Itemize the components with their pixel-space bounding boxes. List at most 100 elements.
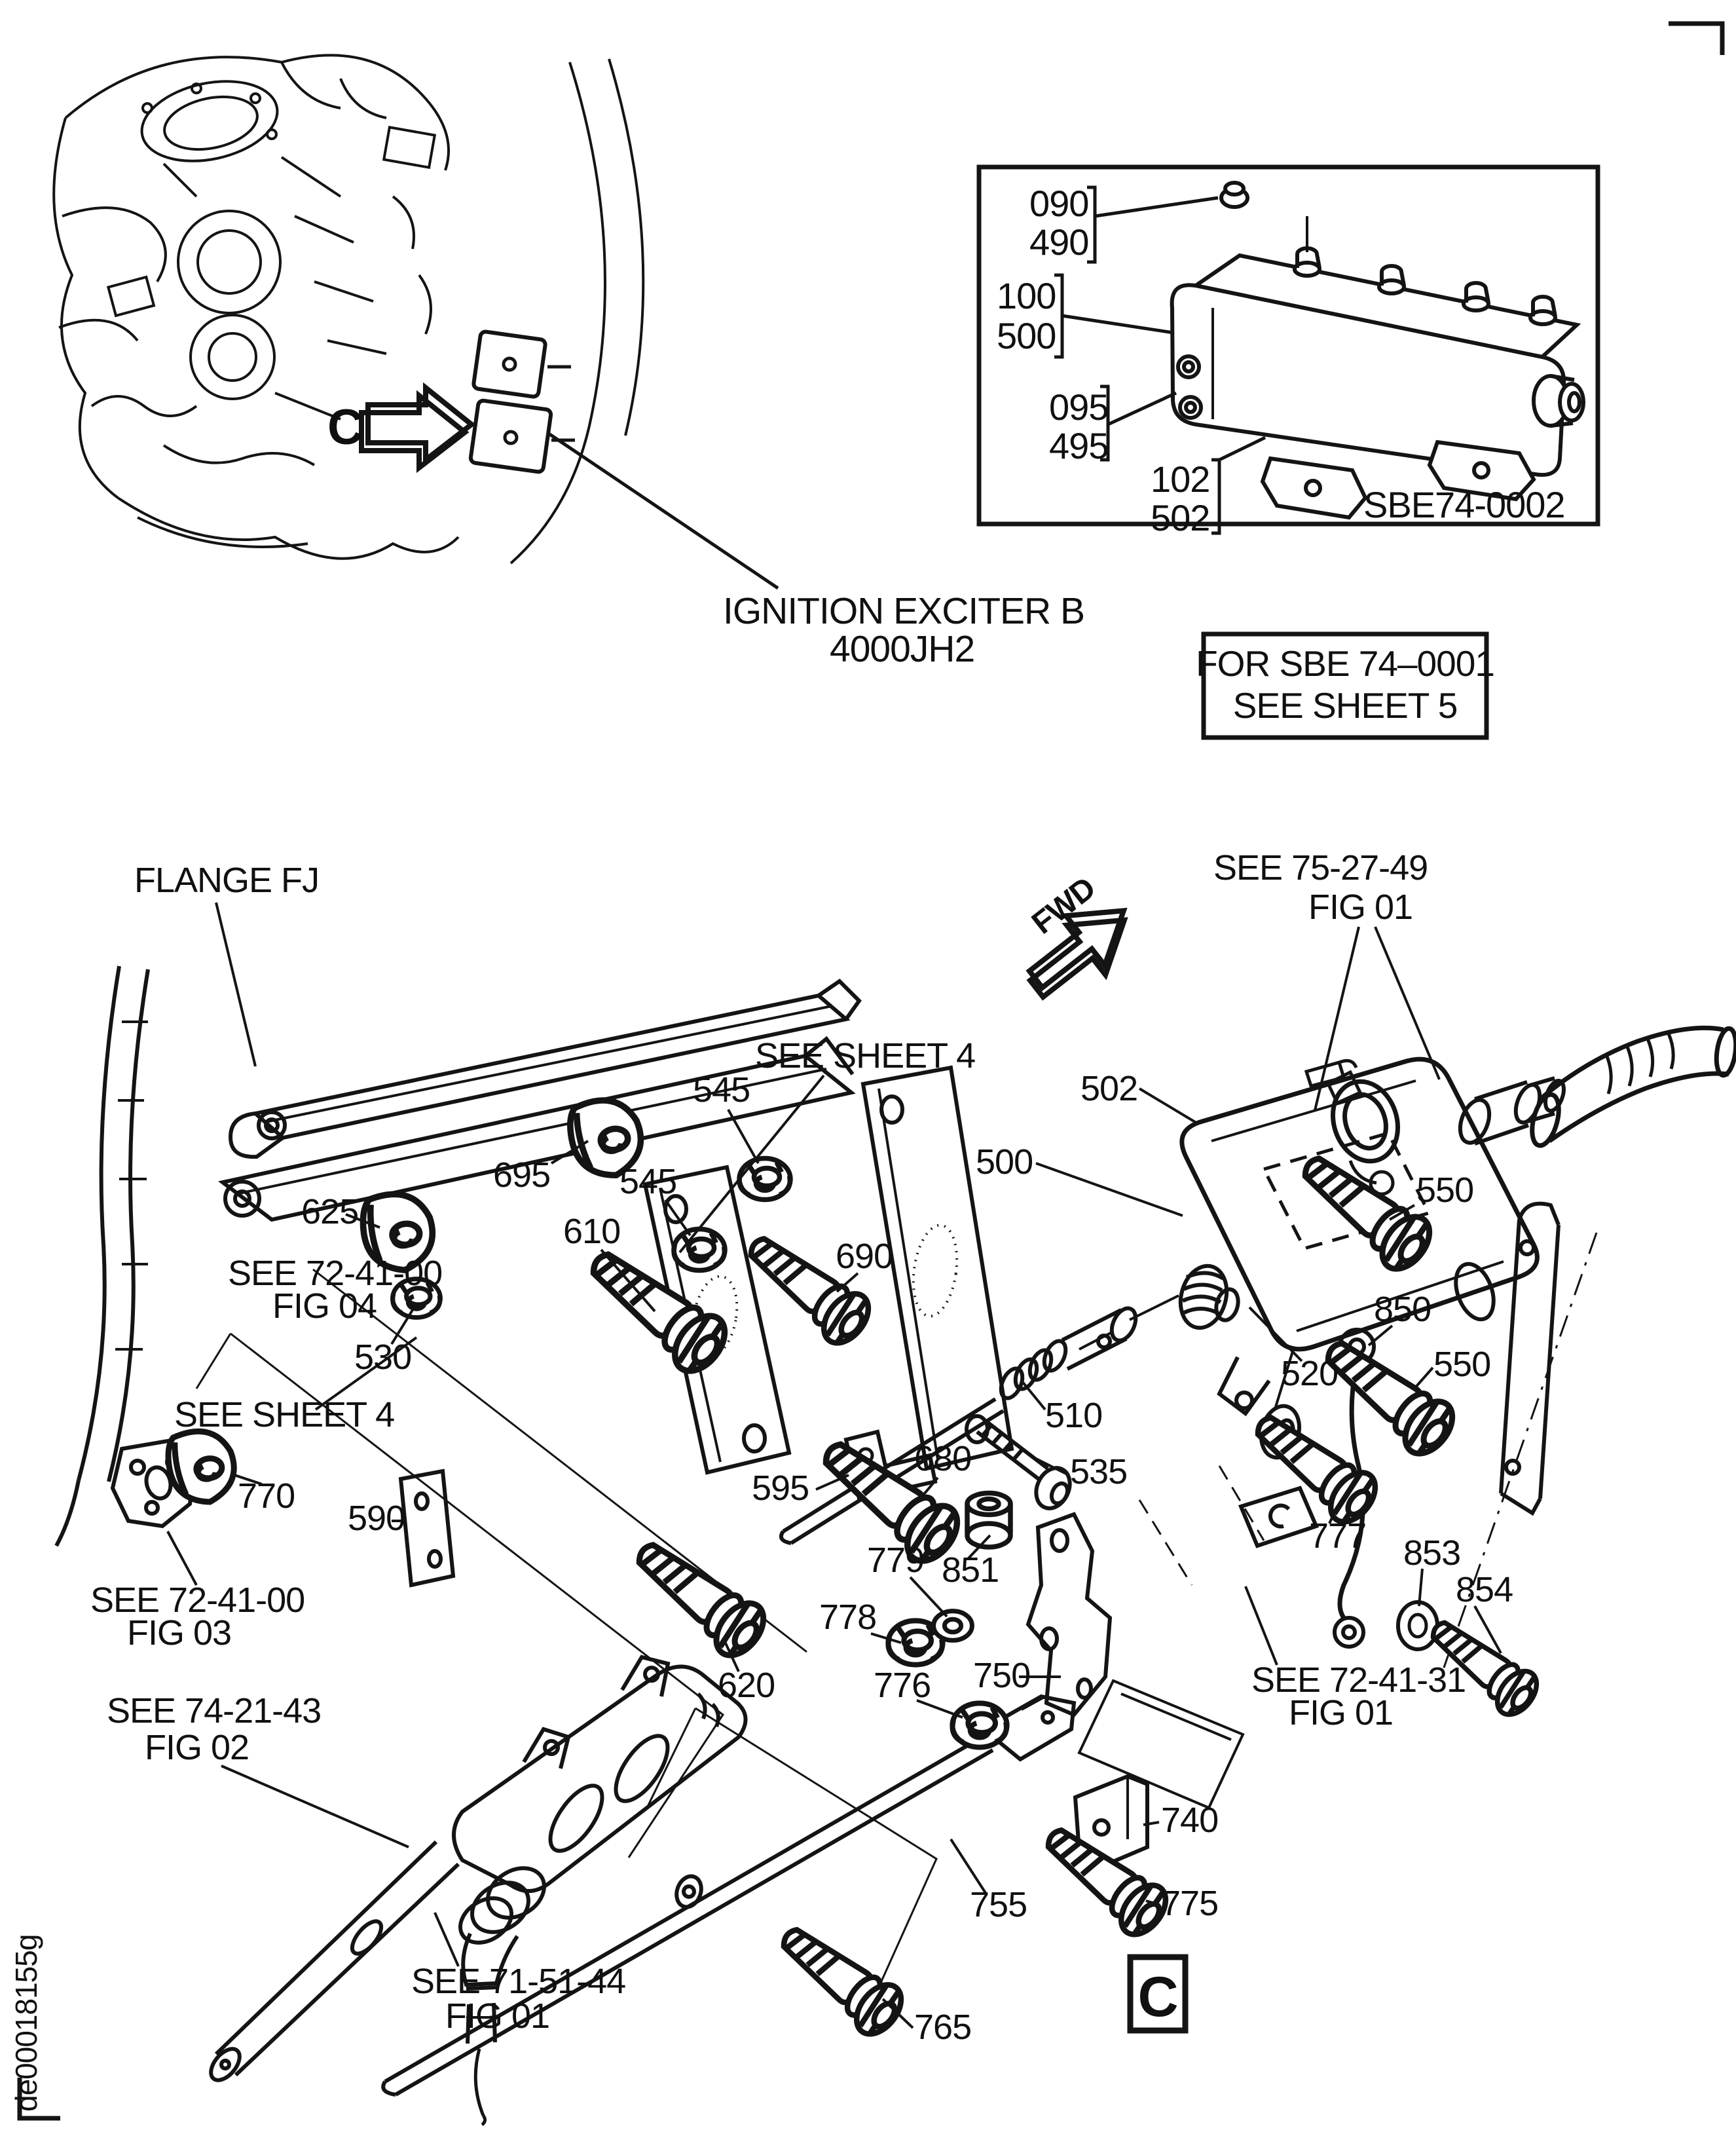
label-620: 620 — [718, 1666, 775, 1705]
ignition-lead-hose — [1530, 1025, 1736, 1148]
note-box-frame — [1201, 631, 1489, 740]
label-854: 854 — [1456, 1570, 1513, 1609]
corner-mark-top-right — [1669, 21, 1725, 55]
fwd-arrow — [1025, 907, 1128, 1001]
label-755: 755 — [970, 1885, 1027, 1924]
label-inset-500: 500 — [997, 315, 1056, 356]
igniter-plug-lead — [209, 1655, 748, 2082]
label-ignition-title-1: IGNITION EXCITER B — [723, 590, 1084, 632]
label-inset-095: 095 — [1049, 386, 1108, 428]
label-776: 776 — [874, 1666, 931, 1705]
label-740: 740 — [1161, 1801, 1218, 1840]
label-510: 510 — [1045, 1396, 1102, 1435]
label-fwd: FWD — [1025, 870, 1101, 941]
label-see-sheet4-a: SEE SHEET 4 — [755, 1036, 975, 1076]
leader-lines — [166, 902, 1502, 2029]
label-fig01-bottom: FIG 01 — [445, 1996, 549, 2036]
label-770: 770 — [238, 1476, 295, 1516]
flange-fj-band — [54, 965, 150, 1547]
label-fig01-right: FIG 01 — [1289, 1693, 1393, 1732]
label-595: 595 — [752, 1468, 809, 1508]
label-502: 502 — [1080, 1069, 1137, 1108]
label-545-a: 545 — [693, 1070, 750, 1110]
corner-mark-bottom-left — [17, 2078, 60, 2121]
label-695: 695 — [493, 1155, 550, 1195]
label-fig02: FIG 02 — [145, 1728, 249, 1767]
inset-exciter-unit — [1170, 181, 1585, 520]
label-765: 765 — [914, 2008, 971, 2047]
label-778: 778 — [819, 1598, 876, 1637]
label-610: 610 — [563, 1212, 620, 1251]
nut-545-a — [739, 1159, 790, 1200]
label-550-a: 550 — [1416, 1170, 1473, 1210]
bolt-765 — [769, 1915, 910, 2042]
label-inset-090: 090 — [1029, 183, 1088, 224]
label-see-sheet4-b: SEE SHEET 4 — [174, 1395, 394, 1434]
label-fig03: FIG 03 — [127, 1613, 231, 1653]
label-750: 750 — [973, 1656, 1030, 1695]
label-775: 775 — [1161, 1884, 1218, 1923]
support-strap-right — [860, 1065, 1014, 1471]
lead-clamp — [1325, 1070, 1401, 1196]
label-680: 680 — [914, 1439, 971, 1478]
label-see-724100-b: SEE 72-41-00 — [90, 1581, 305, 1620]
label-detail-box-c: C — [1137, 1966, 1177, 2029]
label-note-line-2: SEE SHEET 5 — [1233, 685, 1458, 726]
label-fig01-top: FIG 01 — [1308, 888, 1413, 927]
label-545-b: 545 — [619, 1162, 676, 1201]
label-535: 535 — [1070, 1452, 1127, 1491]
engine-side-bracket — [1238, 1201, 1561, 1548]
label-550-b: 550 — [1433, 1345, 1490, 1384]
label-850: 850 — [1374, 1290, 1431, 1329]
label-see-724100-a: SEE 72-41-00 — [228, 1254, 442, 1293]
elbow-connector — [458, 1866, 546, 2126]
label-see-724131: SEE 72-41-31 — [1251, 1660, 1466, 1700]
label-530: 530 — [354, 1337, 411, 1377]
label-690: 690 — [836, 1237, 893, 1276]
inset-brackets-leaders — [1054, 185, 1266, 535]
bolt-535 — [976, 1419, 1072, 1510]
detail-c-arrow — [359, 382, 476, 474]
label-flange-fj: FLANGE FJ — [134, 861, 319, 900]
label-inset-490: 490 — [1029, 221, 1088, 263]
label-fig04: FIG 04 — [272, 1286, 377, 1326]
bellcrank-750 — [1025, 1512, 1113, 1717]
control-rod — [779, 1294, 1179, 1545]
label-see-752749: SEE 75-27-49 — [1213, 848, 1428, 888]
label-ignition-title-2: 4000JH2 — [830, 628, 974, 670]
label-note-line-1: FOR SBE 74–0001 — [1196, 643, 1494, 684]
label-inset-102: 102 — [1151, 458, 1210, 500]
label-590: 590 — [348, 1499, 405, 1538]
bolt-620 — [623, 1529, 773, 1664]
label-vertical-code: de00018155g — [9, 1935, 43, 2112]
label-engine-arrow-c: C — [327, 400, 363, 455]
label-see-742143: SEE 74-21-43 — [107, 1691, 321, 1730]
label-779: 779 — [867, 1541, 924, 1580]
bolt-777 — [1243, 1402, 1384, 1530]
detail-c-box — [1127, 1954, 1189, 2034]
engine-overview-sketch — [52, 54, 645, 565]
label-853: 853 — [1403, 1533, 1460, 1573]
leader-ignition-title — [547, 432, 779, 590]
bushing-851 — [967, 1493, 1010, 1548]
nut-776 — [952, 1703, 1007, 1747]
label-777: 777 — [1309, 1516, 1366, 1556]
grommet-853 — [1396, 1600, 1439, 1651]
label-625: 625 — [301, 1192, 358, 1231]
label-520: 520 — [1281, 1354, 1338, 1393]
support-strap-left — [642, 1165, 792, 1475]
mount-770 — [165, 1427, 238, 1506]
label-inset-code: SBE74-0002 — [1363, 484, 1565, 525]
hardware-parts — [165, 1094, 1545, 2042]
label-inset-495: 495 — [1049, 425, 1108, 466]
engine-exciter-boxes — [468, 329, 575, 474]
label-851: 851 — [942, 1550, 999, 1590]
plate-590 — [398, 1468, 456, 1588]
label-see-715144: SEE 71-51-44 — [411, 1962, 625, 2001]
inset-figure — [976, 164, 1600, 535]
label-500: 500 — [976, 1142, 1033, 1182]
washer-779 — [934, 1611, 972, 1641]
